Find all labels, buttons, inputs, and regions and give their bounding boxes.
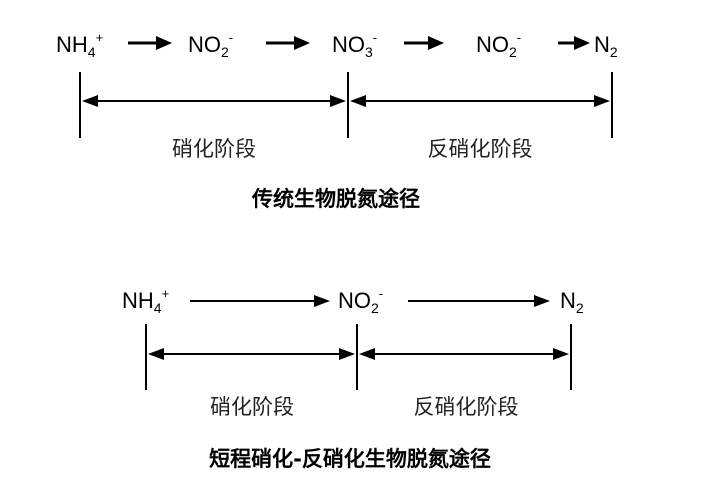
trad-stage-nitrification-label: 硝化阶段 bbox=[172, 137, 256, 161]
short-nitrification-span-arrow bbox=[148, 348, 355, 360]
trad-reaction-arrow-1 bbox=[128, 36, 172, 50]
trad-species-nh4: NH4+ bbox=[56, 30, 103, 60]
trad-denitrification-span-arrow bbox=[350, 95, 610, 107]
trad-stage-denitrification-label: 反硝化阶段 bbox=[428, 137, 533, 161]
trad-reaction-arrow-2 bbox=[266, 36, 310, 50]
short-denitrification-span-arrow bbox=[359, 348, 569, 360]
trad-nitrification-span-arrow bbox=[82, 95, 346, 107]
short-reaction-arrow-2 bbox=[408, 295, 550, 307]
traditional-pathway: NH4+ NO2- NO3- NO2- N2 bbox=[56, 30, 618, 211]
trad-reaction-arrow-4 bbox=[558, 36, 590, 50]
short-species-nh4: NH4+ bbox=[122, 286, 169, 316]
short-reaction-arrow-1 bbox=[190, 295, 330, 307]
trad-species-no2-b: NO2- bbox=[476, 30, 521, 60]
short-stage-nitrification-label: 硝化阶段 bbox=[210, 395, 294, 419]
short-species-n2: N2 bbox=[560, 288, 584, 316]
short-stage-denitrification-label: 反硝化阶段 bbox=[414, 395, 519, 419]
short-species-no2: NO2- bbox=[338, 286, 383, 316]
trad-species-n2: N2 bbox=[594, 32, 618, 60]
shortcut-pathway: NH4+ NO2- N2 硝化阶段 bbox=[122, 286, 584, 471]
trad-species-no3: NO3- bbox=[332, 30, 377, 60]
trad-caption: 传统生物脱氮途径 bbox=[251, 187, 420, 211]
short-caption: 短程硝化-反硝化生物脱氮途径 bbox=[209, 447, 491, 471]
trad-species-no2: NO2- bbox=[188, 30, 233, 60]
trad-reaction-arrow-3 bbox=[404, 36, 444, 50]
